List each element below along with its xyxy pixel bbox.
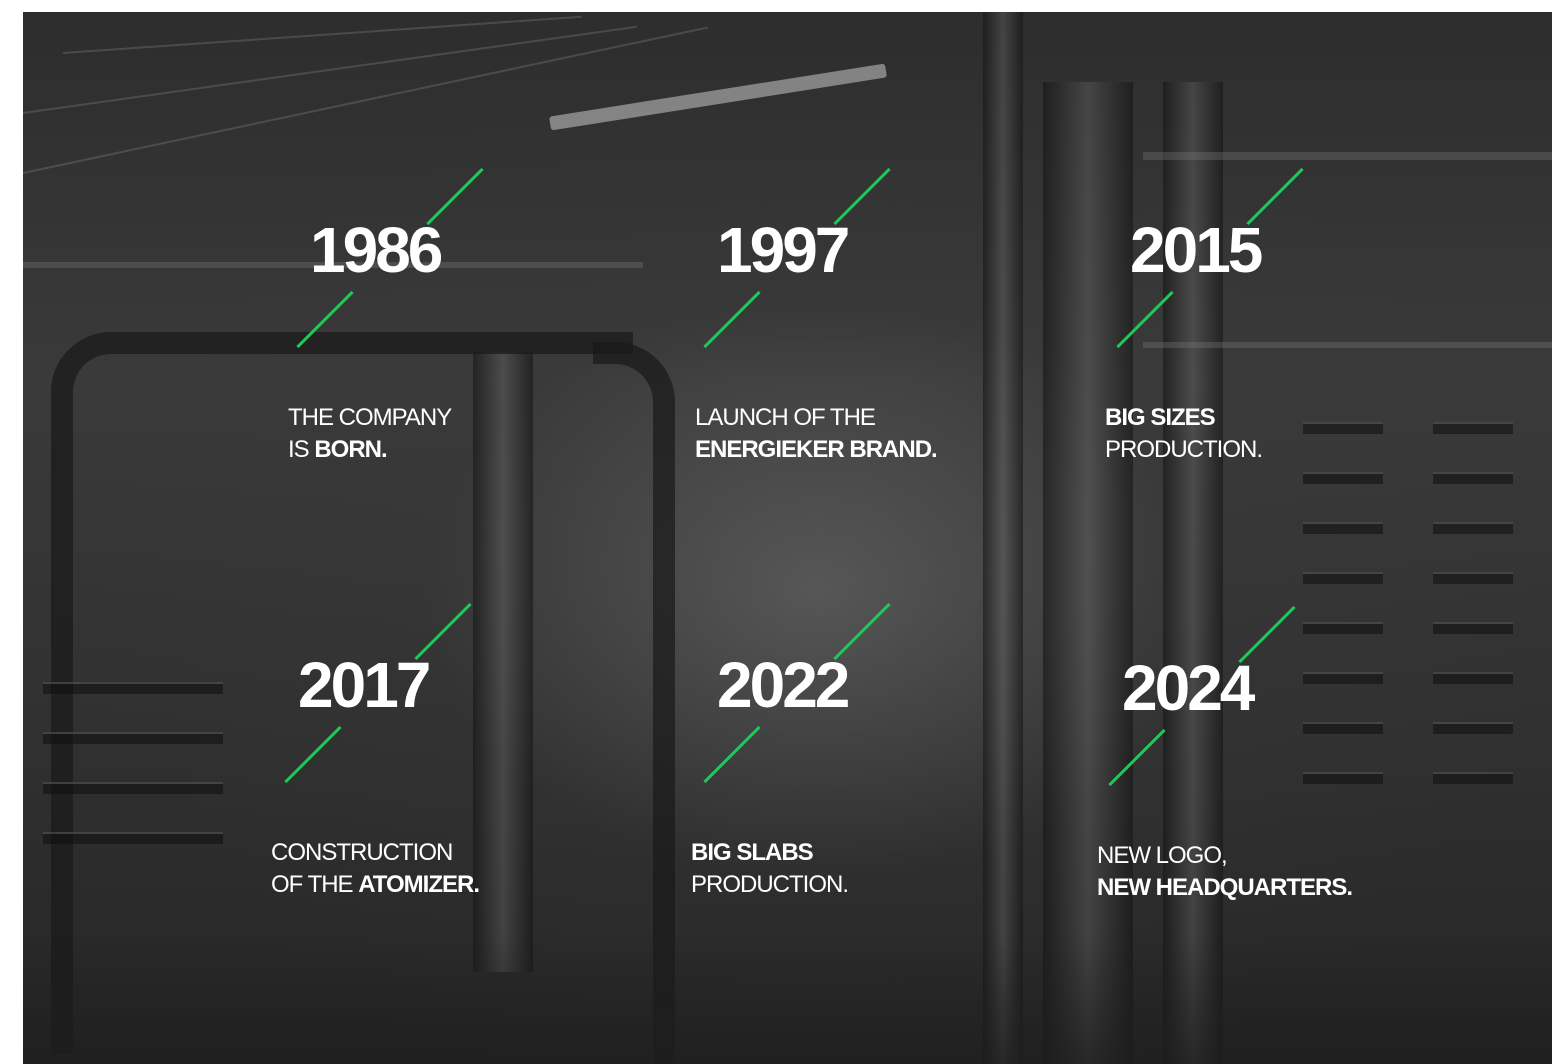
milestone-1986: 1986 THE COMPANY IS BORN.	[288, 167, 618, 470]
caption-regular: CONSTRUCTION	[271, 839, 453, 866]
support-pillar	[473, 352, 533, 972]
caption-bold: ATOMIZER.	[358, 871, 480, 898]
caption-bold: BIG SLABS	[691, 839, 814, 866]
milestone-caption: BIG SLABS PRODUCTION.	[691, 837, 849, 901]
caption-regular: LAUNCH OF THE	[695, 404, 876, 431]
kiln-slat	[1433, 472, 1513, 484]
accent-slash	[284, 725, 342, 784]
caption-line: PRODUCTION.	[1105, 434, 1263, 466]
kiln-slat	[1303, 622, 1383, 634]
caption-bold: BIG SIZES	[1105, 404, 1216, 431]
milestone-year: 2017	[298, 649, 431, 721]
roof-beam	[23, 262, 643, 268]
roof-truss	[23, 25, 638, 114]
kiln-slat	[1433, 622, 1513, 634]
kiln-beam	[1143, 342, 1552, 348]
milestone-year: 1986	[310, 214, 443, 286]
milestone-caption: THE COMPANY IS BORN.	[288, 402, 452, 466]
kiln-slat	[1303, 722, 1383, 734]
caption-line: CONSTRUCTION	[271, 837, 479, 869]
caption-line: IS BORN.	[288, 434, 451, 466]
milestone-caption: BIG SIZES PRODUCTION.	[1105, 402, 1263, 466]
timeline-background-photo	[23, 12, 1552, 1064]
accent-slash	[296, 290, 354, 349]
caption-line: NEW LOGO,	[1097, 840, 1352, 872]
caption-regular: NEW LOGO,	[1097, 842, 1228, 869]
caption-bold: NEW HEADQUARTERS.	[1097, 874, 1353, 901]
caption-regular: OF THE	[271, 871, 359, 898]
caption-line: PRODUCTION.	[691, 869, 849, 901]
support-pillar	[1043, 82, 1133, 1064]
milestone-caption: LAUNCH OF THE ENERGIEKER BRAND.	[695, 402, 938, 466]
milestone-2017: 2017 CONSTRUCTION OF THE ATOMIZER.	[271, 602, 606, 905]
milestone-year: 2015	[1130, 214, 1263, 286]
kiln-slat	[1303, 472, 1383, 484]
ceiling-light	[548, 63, 888, 131]
kiln-slat	[1433, 672, 1513, 684]
kiln-slat	[1303, 422, 1383, 434]
kiln-slat	[1303, 772, 1383, 784]
support-pillar	[983, 12, 1023, 1064]
caption-regular: PRODUCTION.	[691, 871, 849, 898]
milestone-2015: 2015 BIG SIZES PRODUCTION.	[1105, 167, 1438, 470]
roof-truss	[62, 15, 582, 54]
milestone-year: 1997	[717, 214, 850, 286]
industrial-pipe	[51, 332, 633, 1054]
kiln-slat	[1303, 522, 1383, 534]
caption-line: ENERGIEKER BRAND.	[695, 434, 938, 466]
rack-slat	[43, 832, 223, 844]
kiln-slat	[1303, 572, 1383, 584]
caption-line: LAUNCH OF THE	[695, 402, 937, 434]
kiln-slat	[1433, 422, 1513, 434]
accent-slash	[703, 725, 761, 784]
milestone-caption: NEW LOGO, NEW HEADQUARTERS.	[1097, 840, 1353, 904]
kiln-slat	[1433, 722, 1513, 734]
caption-regular: PRODUCTION.	[1105, 436, 1263, 463]
rack-slat	[43, 732, 223, 744]
milestone-2024: 2024 NEW LOGO, NEW HEADQUARTERS.	[1097, 605, 1430, 908]
kiln-slat	[1433, 772, 1513, 784]
kiln-slat	[1433, 522, 1513, 534]
caption-regular: IS	[288, 436, 315, 463]
caption-line: OF THE ATOMIZER.	[271, 869, 480, 901]
caption-line: BIG SLABS	[691, 837, 848, 869]
milestone-year: 2024	[1122, 652, 1255, 724]
milestone-year: 2022	[717, 649, 850, 721]
caption-line: NEW HEADQUARTERS.	[1097, 872, 1353, 904]
rack-slat	[43, 682, 223, 694]
kiln-slat	[1303, 672, 1383, 684]
caption-line: BIG SIZES	[1105, 402, 1262, 434]
factory-floor	[23, 934, 1552, 1064]
caption-regular: THE COMPANY	[288, 404, 452, 431]
caption-bold: BORN.	[314, 436, 387, 463]
milestone-2022: 2022 BIG SLABS PRODUCTION.	[691, 602, 1025, 905]
milestone-1997: 1997 LAUNCH OF THE ENERGIEKER BRAND.	[695, 167, 1025, 470]
rack-slat	[43, 782, 223, 794]
kiln-slat	[1433, 572, 1513, 584]
accent-slash	[1108, 728, 1166, 787]
accent-slash	[703, 290, 761, 349]
milestone-caption: CONSTRUCTION OF THE ATOMIZER.	[271, 837, 480, 901]
kiln-beam	[1143, 152, 1552, 160]
support-pillar	[1163, 82, 1223, 1064]
caption-bold: ENERGIEKER BRAND.	[695, 436, 938, 463]
accent-slash	[1116, 290, 1174, 349]
caption-line: THE COMPANY	[288, 402, 452, 434]
